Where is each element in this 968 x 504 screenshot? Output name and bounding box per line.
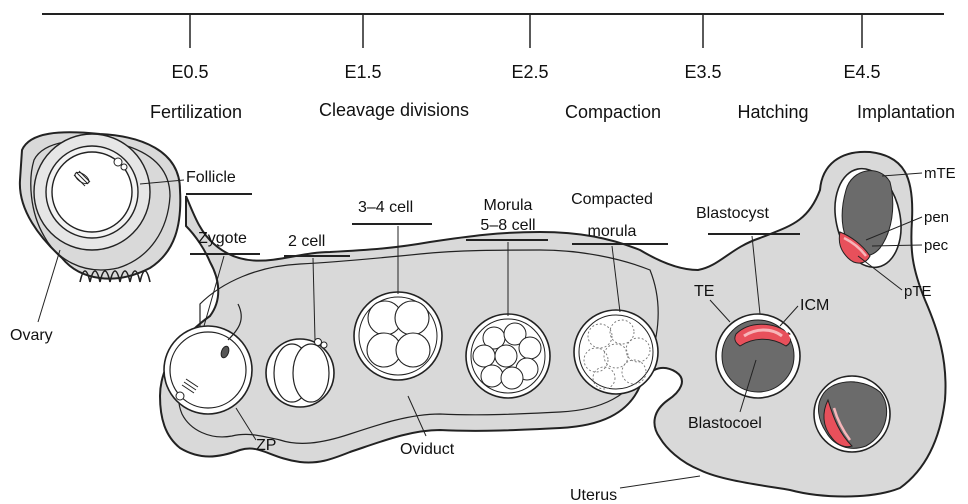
stage-label-compaction: Compaction [565,102,661,122]
label-3-4-cell: 3–4 cell [358,199,413,216]
label-blastocoel: Blastocoel [688,415,762,432]
stage-label-implantation: Implantation [857,102,955,122]
label-zp: ZP [256,437,276,454]
stage-label-fertilization: Fertilization [150,102,242,122]
label-morula: Morula [484,197,533,214]
label-compacted-morula: morula [588,223,637,240]
label-pen: pen [924,209,949,226]
label-zygote: Zygote [198,230,247,247]
label-mte: mTE [924,165,956,182]
label-blastocyst: Blastocyst [696,205,769,222]
label-pec: pec [924,237,949,254]
reproductive-tract [20,132,946,496]
label-morula-cell: 5–8 cell [480,217,535,234]
label-oviduct: Oviduct [400,441,455,458]
label-uterus: Uterus [570,487,617,504]
tick-label-e35: E3.5 [684,62,721,82]
tick-label-e25: E2.5 [511,62,548,82]
hatching-blastocyst [814,376,890,452]
stage-label-hatching: Hatching [737,102,808,122]
morula-embryo [466,314,550,398]
two-cell-embryo [266,339,334,408]
label-pte: pTE [904,283,932,300]
label-compacted: Compacted [571,191,653,208]
label-ovary: Ovary [10,327,53,344]
tick-label-e45: E4.5 [843,62,880,82]
label-follicle: Follicle [186,169,236,186]
blastocyst [716,314,800,398]
label-icm: ICM [800,297,829,314]
follicle [34,134,150,250]
compacted-morula [574,310,658,394]
four-cell-embryo [354,292,442,380]
timeline: E0.5 E1.5 E2.5 E3.5 E4.5 Fertilization C… [42,14,955,122]
stage-label-cleavage: Cleavage divisions [319,100,469,120]
tick-label-e15: E1.5 [344,62,381,82]
label-te: TE [694,283,714,300]
tick-label-e05: E0.5 [171,62,208,82]
oviduct-shape [160,152,946,497]
label-2-cell: 2 cell [288,233,325,250]
